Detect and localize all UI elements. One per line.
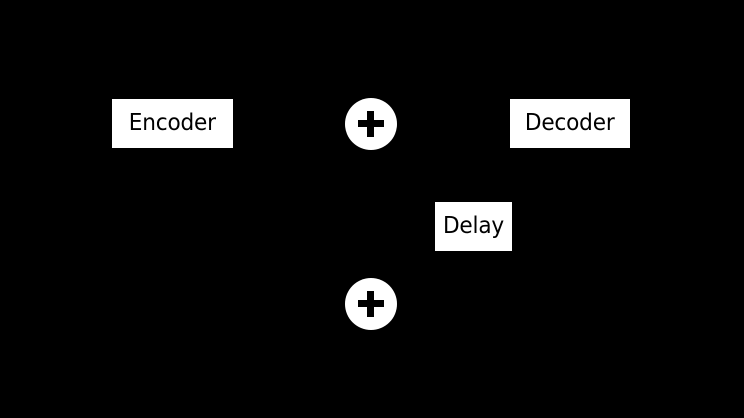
block-encoder[interactable]: Encoder xyxy=(112,99,233,148)
block-decoder-label: Decoder xyxy=(525,109,615,136)
plus-icon xyxy=(358,291,384,317)
block-delay[interactable]: Delay xyxy=(435,202,512,251)
plus-icon xyxy=(358,111,384,137)
sum-node-bottom[interactable]: + xyxy=(345,278,397,330)
sum-node-top[interactable]: + xyxy=(345,98,397,150)
block-encoder-label: Encoder xyxy=(128,109,217,136)
block-delay-label: Delay xyxy=(442,212,505,239)
block-decoder[interactable]: Decoder xyxy=(510,99,630,148)
